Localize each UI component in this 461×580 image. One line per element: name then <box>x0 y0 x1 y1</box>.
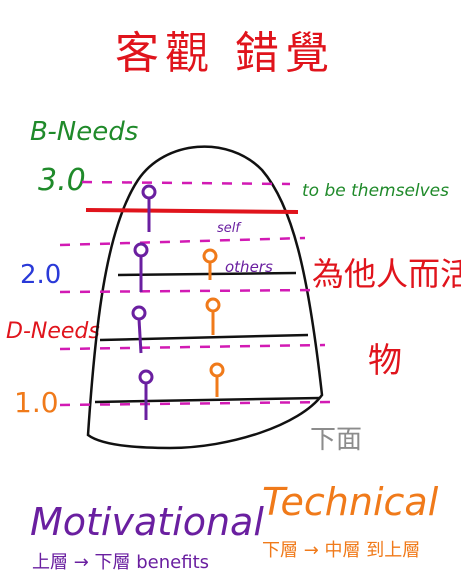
level-1-label: 1.0 <box>14 386 59 419</box>
orange-pins <box>202 248 225 397</box>
b-needs-version: 3.0 <box>38 163 86 198</box>
self-actualization-line <box>85 208 299 214</box>
bottom-right-note: 下面 <box>310 425 362 455</box>
dashed-level-lines <box>59 180 331 407</box>
technical-label: Technical <box>262 480 439 524</box>
page-title: 客觀 錯覺 <box>115 28 335 79</box>
purple-pins <box>131 184 157 420</box>
mid-right-note: 為他人而活 <box>312 255 461 293</box>
d-needs-label: D-Needs <box>6 319 100 344</box>
self-annotation: self <box>217 221 242 236</box>
top-note: to be themselves <box>302 181 449 201</box>
motivational-label: Motivational <box>30 500 264 544</box>
motivational-note: 上層 → 下層 benefits <box>32 552 209 573</box>
black-level-lines <box>94 271 321 404</box>
technical-note: 下層 → 中層 到上層 <box>262 540 420 561</box>
b-needs-label: B-Needs <box>30 117 138 147</box>
low-right-note: 物 <box>368 341 402 381</box>
others-annotation: others <box>225 258 273 276</box>
level-2-label: 2.0 <box>20 260 61 290</box>
